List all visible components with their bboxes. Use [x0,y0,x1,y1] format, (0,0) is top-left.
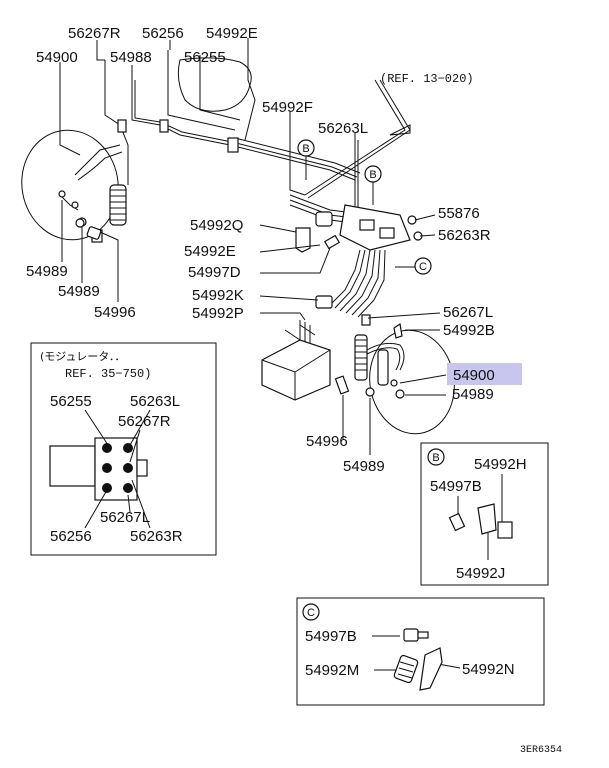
label-54989-right: 54989 [452,386,494,403]
inset-label-56255: 56255 [50,393,92,410]
bolt-54996-left [86,226,102,240]
inset-label-56267L: 56267L [100,509,150,526]
inset-b-label-54992H: 54992H [474,456,527,473]
label-56267L-right: 56267L [443,304,493,321]
label-56263L-top: 56263L [318,120,368,137]
inset-b-label-54997B: 54997B [430,478,482,495]
label-54992K: 54992K [192,287,244,304]
fuel-line-reference [304,79,411,199]
marker-b-top: B [297,139,315,180]
label-54989-bottom: 54989 [343,458,385,475]
inset-label-56263L: 56263L [130,393,180,410]
inset-label-56256: 56256 [50,528,92,545]
label-56263R-right: 56263R [438,227,491,244]
label-54989-left1: 54989 [26,263,68,280]
label-54996-left: 54996 [94,304,136,321]
inset-c-label-54997B: 54997B [305,628,357,645]
label-56267R-top: 56267R [68,25,121,42]
inset-b-label-54992J: 54992J [456,565,505,582]
label-54992B: 54992B [443,322,495,339]
svg-text:B: B [432,452,439,464]
label-54992Q: 54992Q [190,217,243,234]
inset-label-56267R: 56267R [118,413,171,430]
modulator-title: (モジュレータ．． [40,350,125,363]
label-54989-left2: 54989 [58,283,100,300]
svg-text:C: C [419,261,427,273]
label-54997D: 54997D [188,264,241,281]
label-54992E-top: 54992E [206,25,258,42]
inset-c-label-54992M: 54992M [305,662,359,679]
label-55876: 55876 [438,205,480,222]
label-54988: 54988 [110,49,152,66]
diagram-code: 3ER6354 [520,745,562,756]
modulator-ref: REF. 35−750) [65,367,151,381]
part-labels: 56267R 56256 54992E 54900 54988 56255 54… [26,25,495,475]
svg-text:C: C [307,607,315,619]
label-56256-top: 56256 [142,25,184,42]
marker-c: C [414,257,432,275]
label-56255-top: 56255 [184,49,226,66]
svg-text:B: B [369,169,376,181]
abs-modulator [261,324,331,401]
inset-label-56263R: 56263R [130,528,183,545]
svg-text:B: B [302,143,309,155]
label-54996-right: 54996 [306,433,348,450]
label-54992P: 54992P [192,305,244,322]
inset-b: B 54992H 54997B 54992J [420,442,549,586]
label-54900-right: 54900 [453,367,495,384]
marker-b-right: B [364,165,382,205]
highlighted-part-54900[interactable]: 54900 [447,363,522,385]
left-brake-assembly [21,129,127,243]
leader-lines [59,38,447,455]
label-54992F: 54992F [262,99,313,116]
label-54900-left: 54900 [36,49,78,66]
highlight-box [447,363,522,385]
inset-c: C 54997B 54992M 54992N [296,597,545,706]
ref-13-020: (REF. 13−020) [380,72,474,86]
inset-c-label-54992N: 54992N [462,661,515,678]
label-54992E-mid: 54992E [184,243,236,260]
junction-block [289,194,423,360]
washer-54989-left [75,218,85,228]
modulator-inset: (モジュレータ．． REF. 35−750) 56255 56263L 5626… [30,342,217,556]
